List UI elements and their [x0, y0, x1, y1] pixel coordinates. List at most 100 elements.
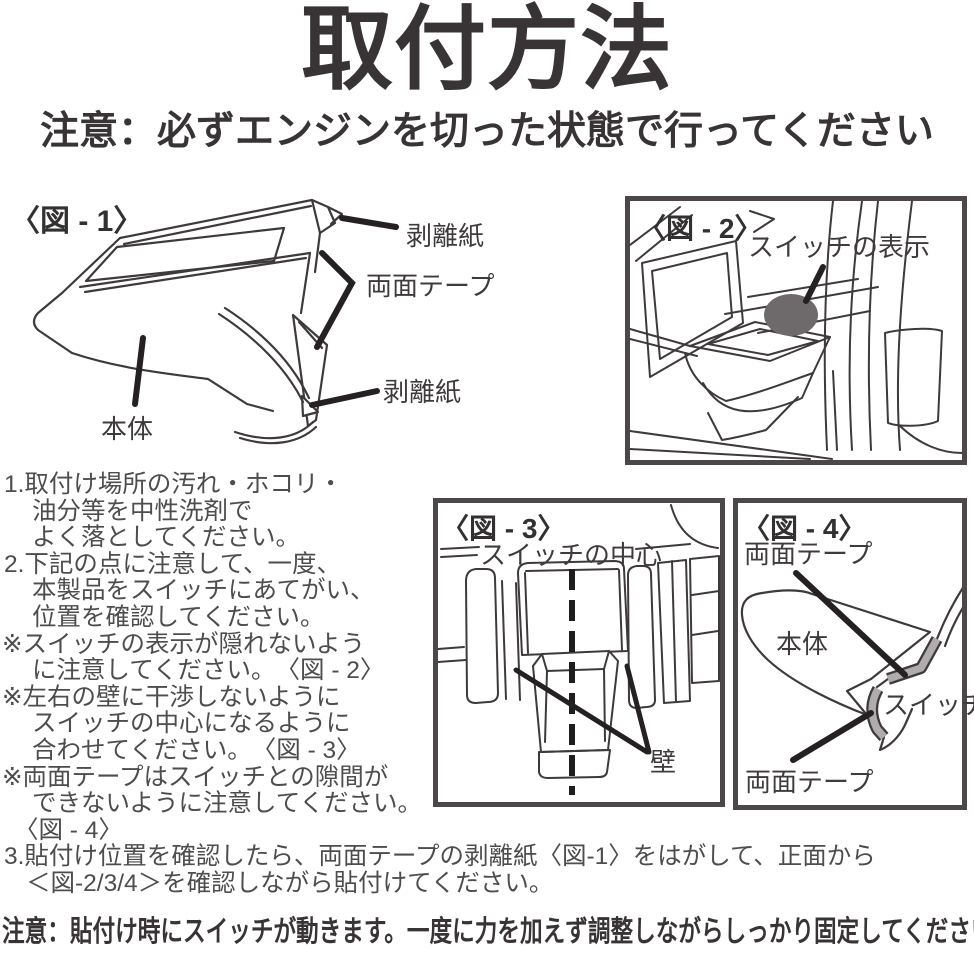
instruction-line: よく落としてください。	[32, 524, 301, 552]
far-right-panel	[689, 555, 720, 684]
leader-tape-bottom	[790, 710, 874, 763]
floor-rail-1	[630, 430, 833, 460]
leader-wall-right	[624, 663, 652, 755]
figure1-label-release-paper-top: 剥離紙	[406, 221, 485, 251]
body-nose	[32, 236, 122, 355]
instruction-line: ※両面テープはスイッチとの隙間が	[2, 763, 389, 791]
instruction-line: 3.貼付け位置を確認したら、両面テープの剥離紙〈図-1〉をはがして、正面から	[4, 843, 876, 871]
cross-line	[747, 278, 859, 298]
figure3-drawing	[438, 504, 720, 795]
left-trough-2	[438, 659, 467, 663]
leader-release-paper-bottom	[309, 388, 380, 408]
instruction-list: 1.取付け場所の汚れ・ホコリ・ 油分等を中性洗剤で よく落としてください。 2.…	[2, 471, 974, 898]
figure3-label-wall: 壁	[650, 747, 677, 777]
left-wall-line-2	[515, 582, 521, 701]
switch-profile-upper	[935, 587, 962, 641]
lid-face-panel	[84, 226, 286, 283]
bottom-right-curve	[899, 425, 962, 454]
corner-curve	[670, 504, 719, 549]
instruction-line: 2.下記の点に注意して、一度、	[4, 550, 341, 578]
switch-pedestal	[538, 749, 611, 779]
lid-top-edge-inner	[122, 204, 313, 246]
figure1-caption: 〈図 - 1〉	[10, 205, 144, 238]
top-line-left-1	[440, 546, 480, 550]
lid-end-cap	[310, 198, 337, 235]
tape-strip-upper	[886, 637, 941, 683]
switch-tail-hook	[878, 707, 914, 752]
figure-2: 〈図 - 2〉 スイッチの表示	[625, 196, 967, 465]
leader-double-tape	[314, 250, 356, 350]
below-buckle-line	[832, 370, 838, 451]
instruction-line: スイッチの中心になるように	[32, 710, 351, 738]
body-right-edge	[299, 251, 312, 315]
seat-chevron	[749, 210, 775, 233]
top-line-left-2	[440, 554, 478, 558]
leader-body	[132, 335, 146, 407]
left-wall-line-1	[501, 580, 507, 700]
figure-4: 〈図 - 4〉 両面テープ 本体 スイッチ 両面テープ	[733, 498, 974, 810]
left-panel-inner	[651, 252, 733, 360]
footer-caution: 注意：貼付け時にスイッチが動きます。一度に力を加えず調整しながらしっかり固定して…	[2, 916, 974, 948]
pillar-outer	[896, 201, 913, 451]
instruction-line: に注意してください。 〈図 - 2〉	[32, 657, 385, 685]
figure2-drawing	[630, 201, 962, 460]
page-subtitle: 注意：必ずエンジンを切った状態で行ってください	[40, 110, 934, 153]
page-title: 取付方法	[300, 0, 673, 101]
instruction-line: 本製品をスイッチにあてがい、	[32, 577, 375, 605]
figure4-label-body: 本体	[776, 629, 829, 659]
left-panel	[641, 240, 744, 378]
pillar-line-3	[867, 201, 879, 451]
lid-bottom-rim-inner	[83, 256, 308, 294]
figure1-label-release-paper-bottom: 剥離紙	[383, 377, 462, 407]
instruction-line: 〈図 - 4〉	[14, 816, 123, 844]
leader-tape-top	[793, 570, 908, 678]
belt-curve-2	[217, 312, 305, 404]
center-housing-inner-right	[618, 569, 623, 651]
figure2-label-switch-display: スイッチの表示	[748, 232, 931, 262]
body-bottom-edge	[70, 351, 275, 413]
pillar-inset	[884, 327, 943, 427]
lid-top-edge	[118, 198, 314, 240]
instruction-line: 合わせてください。 〈図 - 3〉	[32, 736, 361, 764]
buckle-hook	[707, 396, 799, 441]
leader-release-paper-top	[339, 215, 399, 230]
figure4-label-switch: スイッチ	[883, 690, 974, 720]
lid-bottom-rim	[78, 251, 312, 289]
floor-rail-2	[630, 448, 811, 460]
body-profile	[740, 589, 932, 717]
instruction-line: できないように注意してください。	[32, 790, 423, 818]
rail-upper-1	[630, 328, 691, 347]
figure-3: 〈図 - 3〉 スイッチの中心 壁	[433, 498, 725, 807]
rail-upper-2	[630, 338, 698, 357]
right-panel	[657, 559, 691, 704]
figure4-label-tape-top: 両面テープ	[744, 539, 873, 569]
instruction-line: 油分等を中性洗剤で	[32, 497, 253, 525]
switch-profile-upper-2	[943, 607, 962, 648]
figure3-caption: 〈図 - 3〉	[441, 513, 566, 544]
release-paper-tab-top	[326, 205, 344, 226]
figure-1: 〈図 - 1〉 剥離紙 両面テープ 剥離紙 本体	[0, 180, 520, 475]
figure4-drawing	[740, 570, 962, 763]
leader-switch-display	[803, 264, 826, 304]
top-line-right	[635, 543, 691, 550]
instruction-line: 1.取付け場所の汚れ・ホコリ・	[4, 471, 343, 498]
instruction-line: ※スイッチの表示が隠れないよう	[2, 630, 366, 658]
far-right-diag-2	[691, 630, 719, 636]
figure1-label-body: 本体	[101, 414, 154, 444]
figure1-label-double-tape: 両面テープ	[366, 271, 495, 301]
center-housing-inner-left	[524, 572, 529, 654]
pillar-line-2	[848, 201, 863, 451]
left-bar	[465, 568, 499, 704]
figure4-caption: 〈図 - 4〉	[742, 513, 867, 544]
belt-curve-4	[238, 425, 318, 445]
instruction-line: 位置を確認してください。	[32, 603, 325, 631]
buckle-opening	[707, 328, 819, 356]
bg-diagonal-2	[635, 214, 693, 262]
right-panel-line	[671, 560, 677, 703]
switch-corner	[875, 677, 890, 689]
figure1-drawing	[32, 198, 399, 445]
belt-curve-1	[223, 306, 311, 400]
center-housing	[517, 560, 629, 656]
switch-inner-top	[546, 668, 605, 672]
